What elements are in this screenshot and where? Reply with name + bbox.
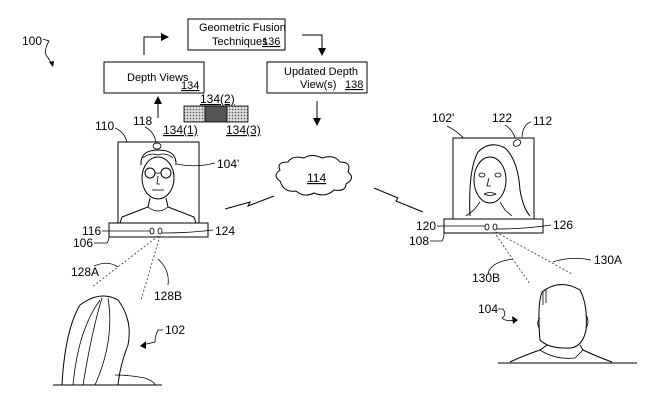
updated-ref: 138 bbox=[345, 79, 363, 91]
right-camera-126 bbox=[492, 223, 498, 231]
user-104-figure bbox=[498, 284, 637, 364]
depth-thumb-1 bbox=[183, 105, 206, 123]
user-102-figure bbox=[53, 295, 162, 386]
updated-line1: Updated Depth bbox=[284, 66, 358, 78]
left-display: 104' bbox=[117, 141, 239, 224]
depth-thumb-2 bbox=[204, 105, 228, 123]
right-display bbox=[452, 137, 535, 220]
arrow-to-fusion bbox=[143, 33, 169, 55]
network-cloud: 114 bbox=[275, 155, 352, 196]
remote-user-image-102 bbox=[465, 144, 531, 217]
left-fov-b bbox=[140, 235, 161, 301]
right-fov-a-ref: 130A bbox=[594, 253, 622, 267]
user-104-ref: 104 bbox=[478, 302, 498, 316]
depth-thumb-3 bbox=[226, 105, 249, 123]
left-fov-b-ref: 128B bbox=[154, 289, 182, 303]
left-display-ref: 110 bbox=[95, 119, 114, 133]
fusion-ref: 136 bbox=[262, 36, 280, 48]
left-indicator-ref: 118 bbox=[133, 114, 152, 128]
fusion-line1: Geometric Fusion bbox=[199, 22, 286, 34]
thumb-ref-1: 134(1) bbox=[163, 123, 198, 137]
system-ref-label: 100 bbox=[22, 34, 42, 48]
depth-views-text: Depth Views bbox=[127, 72, 189, 84]
left-display-leader bbox=[114, 127, 128, 144]
left-camera-124 bbox=[157, 227, 163, 235]
depth-views-ref: 134 bbox=[181, 80, 199, 92]
right-camera-120 bbox=[484, 223, 490, 231]
fusion-box: Geometric Fusion Techniques 136 bbox=[187, 18, 286, 51]
left-fov-a bbox=[91, 235, 159, 288]
left-remote-image-ref: 104' bbox=[217, 157, 239, 171]
left-fov-a-ref: 128A bbox=[71, 265, 99, 279]
user-102-ref: 102 bbox=[165, 323, 185, 337]
network-ref: 114 bbox=[307, 171, 326, 185]
right-camera-left-ref: 120 bbox=[416, 219, 436, 233]
thumb-ref-3: 134(3) bbox=[226, 123, 261, 137]
remote-user-image-104 bbox=[119, 149, 197, 224]
right-indicator-ref: 122 bbox=[492, 111, 512, 125]
updated-line2: View(s) bbox=[300, 79, 336, 91]
system-ref-leader bbox=[42, 38, 53, 66]
left-wireless-link bbox=[224, 195, 275, 210]
right-remote-image-ref: 102' bbox=[432, 111, 454, 125]
updated-depth-box: Updated Depth View(s) 138 bbox=[266, 61, 368, 94]
right-fov-a bbox=[495, 231, 573, 275]
right-fov-b bbox=[493, 231, 531, 285]
arrow-to-updated bbox=[302, 34, 326, 56]
left-indicator-leader bbox=[144, 126, 157, 145]
left-device-ref: 106 bbox=[73, 236, 93, 250]
depth-thumbnails bbox=[183, 105, 249, 123]
right-device-ref: 108 bbox=[409, 234, 429, 248]
right-fov-b-ref: 130B bbox=[472, 271, 500, 285]
right-display-ref: 112 bbox=[533, 114, 552, 128]
right-camera-indicator bbox=[512, 139, 522, 147]
right-camera-right-ref: 126 bbox=[553, 218, 573, 232]
fusion-line2: Techniques bbox=[212, 36, 268, 48]
right-wireless-link bbox=[373, 187, 424, 213]
depth-views-box: Depth Views 134 bbox=[103, 61, 205, 94]
system-ref-arrowhead bbox=[49, 61, 54, 67]
left-camera-left-ref: 116 bbox=[82, 224, 101, 238]
thumb-ref-2: 134(2) bbox=[200, 92, 235, 106]
left-device-base bbox=[108, 222, 209, 238]
left-camera-right-ref: 124 bbox=[215, 224, 235, 238]
left-camera-indicator bbox=[152, 142, 162, 150]
